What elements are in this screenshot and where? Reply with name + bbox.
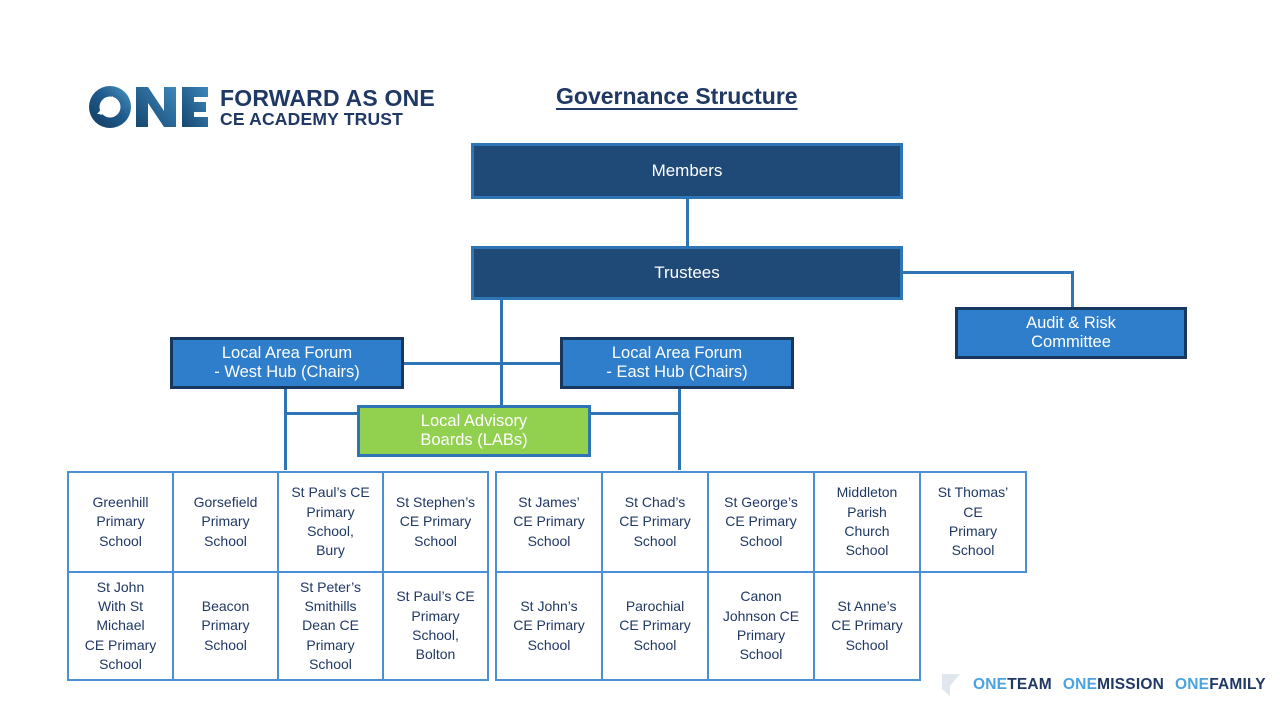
footer-pair-family: ONEFAMILY (1175, 676, 1266, 694)
brand-line-1: FORWARD AS ONE (220, 84, 435, 111)
school-cell[interactable]: St Peter’s Smithills Dean CE Primary Sch… (277, 571, 384, 681)
footer-pair-mission: ONEMISSION (1063, 676, 1164, 694)
one-arrow-logo-icon (86, 84, 210, 130)
one-swoosh-icon (940, 672, 962, 698)
footer-word-family: FAMILY (1209, 676, 1266, 693)
school-cell[interactable]: St Chad’s CE Primary School (601, 471, 709, 573)
page-title: Governance Structure (556, 83, 798, 109)
brand-line-2: CE ACADEMY TRUST (220, 108, 404, 129)
table-row: St John With St Michael CE Primary Schoo… (67, 571, 489, 681)
school-cell[interactable]: Canon Johnson CE Primary School (707, 571, 815, 681)
table-row: St James’ CE Primary School St Chad’s CE… (495, 471, 1027, 573)
connector-west-forum-to-labs (284, 412, 359, 415)
connector-east-forum-to-labs (589, 412, 681, 415)
east-hub-schools-table: St James’ CE Primary School St Chad’s CE… (495, 471, 1027, 681)
node-trustees[interactable]: Trustees (471, 246, 903, 300)
school-cell[interactable]: St Anne’s CE Primary School (813, 571, 921, 681)
school-cell[interactable]: Beacon Primary School (172, 571, 279, 681)
school-cell[interactable]: St Paul’s CE Primary School, Bolton (382, 571, 489, 681)
connector-trustees-spine (500, 300, 503, 405)
node-local-area-forum-west-hub[interactable]: Local Area Forum - West Hub (Chairs) (170, 337, 404, 389)
connector-labs-to-east-table (678, 412, 681, 470)
table-row: St John’s CE Primary School Parochial CE… (495, 571, 1026, 681)
footer-word-team: TEAM (1007, 676, 1052, 693)
school-cell[interactable]: Gorsefield Primary School (172, 471, 279, 573)
connector-trustees-audit-vertical (1071, 271, 1074, 307)
school-cell[interactable]: Middleton Parish Church School (813, 471, 921, 573)
school-cell-empty (920, 572, 1026, 680)
footer-one-2: ONE (1062, 676, 1098, 693)
school-cell[interactable]: St George’s CE Primary School (707, 471, 815, 573)
footer-one-3: ONE (1174, 676, 1210, 693)
connector-forum-bus-east (500, 362, 560, 365)
node-audit-risk-committee[interactable]: Audit & Risk Committee (955, 307, 1187, 359)
connector-east-forum-down (678, 389, 681, 414)
school-cell[interactable]: St Stephen’s CE Primary School (382, 471, 489, 573)
school-cell[interactable]: St Paul’s CE Primary School, Bury (277, 471, 384, 573)
footer-pair-team: ONETEAM (973, 676, 1052, 694)
school-cell[interactable]: St John With St Michael CE Primary Schoo… (67, 571, 174, 681)
connector-members-trustees (686, 199, 689, 246)
connector-labs-to-west-table (284, 412, 287, 470)
school-cell[interactable]: St Thomas’ CE Primary School (919, 471, 1027, 573)
brand-logo: FORWARD AS ONE CE ACADEMY TRUST (86, 78, 435, 136)
node-local-advisory-boards[interactable]: Local Advisory Boards (LABs) (357, 405, 591, 457)
footer-word-mission: MISSION (1097, 676, 1164, 693)
table-row: Greenhill Primary School Gorsefield Prim… (67, 471, 489, 573)
footer-strapline: ONETEAM ONEMISSION ONEFAMILY (940, 672, 1266, 698)
school-cell[interactable]: St John’s CE Primary School (495, 571, 603, 681)
connector-forum-bus-west (404, 362, 502, 365)
school-cell[interactable]: Greenhill Primary School (67, 471, 174, 573)
node-members[interactable]: Members (471, 143, 903, 199)
west-hub-schools-table: Greenhill Primary School Gorsefield Prim… (67, 471, 489, 681)
footer-one-1: ONE (973, 676, 1008, 693)
brand-wordmark: FORWARD AS ONE CE ACADEMY TRUST (220, 86, 435, 129)
connector-trustees-audit-horizontal (903, 271, 1074, 274)
connector-west-forum-down (284, 389, 287, 414)
school-cell[interactable]: Parochial CE Primary School (601, 571, 709, 681)
school-cell[interactable]: St James’ CE Primary School (495, 471, 603, 573)
node-local-area-forum-east-hub[interactable]: Local Area Forum - East Hub (Chairs) (560, 337, 794, 389)
